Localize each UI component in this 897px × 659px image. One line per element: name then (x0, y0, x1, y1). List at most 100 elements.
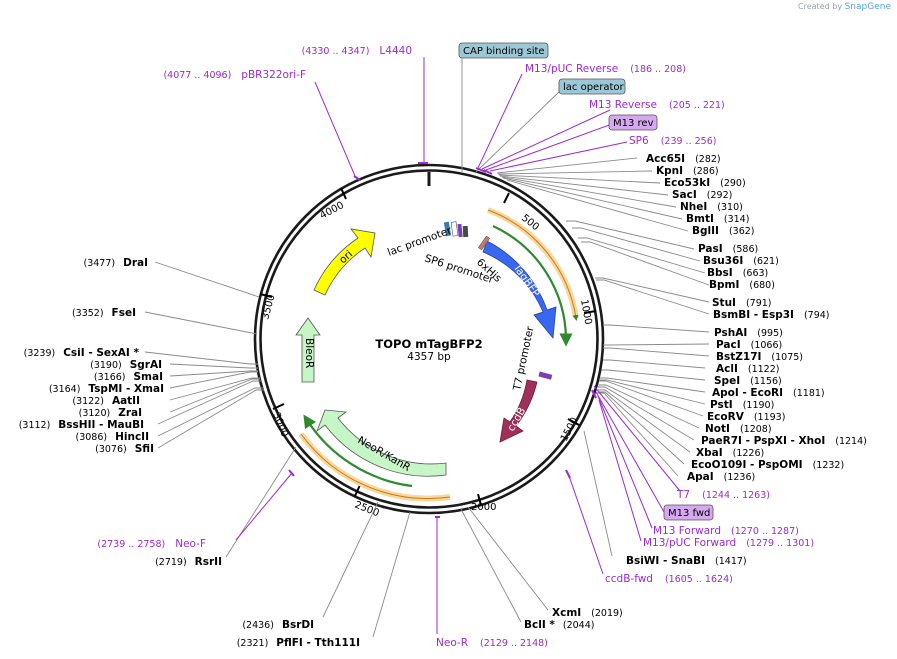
left-site-labels: (3477)DraI (3352)FseI (3239)CsiI - SexAI… (19, 257, 164, 455)
site-ecori: ApoI - EcoRI(1181) (712, 387, 825, 399)
cap-binding-label: CAP binding site (463, 46, 545, 57)
orange-annotation-top (486, 207, 579, 347)
site-bsmbi: BsmBI - Esp3I(794) (713, 309, 829, 321)
primer-sp6: SP6(239 .. 256) (629, 135, 716, 147)
site-aatii: (3122)AatII (72, 395, 140, 407)
primer-neo-f: (2739 .. 2758)Neo-F (97, 538, 206, 550)
site-pshai: PshAI(995) (714, 327, 783, 339)
site-acli: AclI(1122) (716, 363, 779, 375)
site-zrai: (3120)ZraI (79, 407, 142, 419)
ori-arrow (313, 228, 376, 296)
site-stui: StuI(791) (712, 297, 772, 309)
site-fsei: (3352)FseI (72, 307, 136, 319)
site-paci: PacI(1066) (716, 339, 782, 351)
site-pasi: PasI(586) (698, 243, 758, 255)
primer-ccdb-fwd: ccdB-fwd(1605 .. 1624) (605, 573, 733, 585)
site-bstz17i: BstZ17I(1075) (716, 351, 803, 363)
site-bpmi: BpmI(680) (709, 279, 775, 291)
ori-feature: ori (313, 228, 376, 296)
lac-operator-label: lac operator (563, 82, 624, 93)
site-ecorv: EcoRV(1193) (707, 411, 785, 423)
cap-site-mark (443, 221, 452, 237)
site-eco53ki: Eco53kI(290) (664, 177, 746, 189)
lac-operator-mark (457, 223, 463, 238)
green-annotation-top (492, 225, 573, 347)
primer-neo-r: Neo-R(2129 .. 2148) (436, 637, 548, 649)
tick-label-2500: 2500 (353, 500, 381, 520)
lac-promoter-mark (450, 221, 459, 237)
lac-operator-box (558, 78, 626, 95)
site-acc65i: Acc65I(282) (646, 153, 721, 165)
site-connectors (144, 56, 710, 638)
site-bsu36i: Bsu36I(621) (703, 255, 779, 267)
primer-m13-reverse: M13 Reverse(205 .. 221) (589, 99, 725, 111)
snapgene-credit: Created by SnapGene (798, 2, 891, 12)
primer-m13-puc-reverse: M13/pUC Reverse(186 .. 208) (525, 63, 686, 75)
site-bcli: BclI *(2044) (524, 619, 594, 631)
primer-l4440: (4330 .. 4347)L4440 (302, 45, 412, 57)
site-ecoo109i: EcoO109I - PspOMI(1232) (691, 459, 844, 471)
site-bsrdi: (2436)BsrDI (242, 619, 314, 631)
primer-m13-forward: M13 Forward(1270 .. 1287) (653, 525, 799, 537)
tagbfp-feature: TagBFP (482, 240, 557, 339)
bottom-site-labels: BsiWI - SnaBI(1417) XcmI(2019) BclI *(20… (155, 555, 747, 649)
tick-label-3500: 3500 (260, 293, 277, 320)
promoter-region: lac promoter SP6 promoter 6xHis T7 promo… (386, 221, 553, 393)
plasmid-name: TOPO mTagBFP2 (375, 337, 482, 351)
sp6-promoter-mark (462, 225, 469, 238)
tick-2000: 2000 (471, 493, 496, 513)
his-tag-mark (477, 235, 491, 251)
site-apai: ApaI(1236) (687, 471, 755, 483)
lac-promoter-label: lac promoter (386, 224, 454, 258)
primer-pbr322ori-f: (4077 .. 4096)pBR322ori-F (163, 69, 306, 81)
backbone-outer-strand (253, 163, 605, 515)
m13-rev-label: M13 rev (613, 118, 654, 129)
site-bsiwi: BsiWI - SnaBI(1417) (626, 555, 747, 567)
site-xbai: XbaI(1226) (696, 447, 764, 459)
ccdb-arrow (499, 379, 538, 443)
tagbfp-label: TagBFP (510, 261, 542, 299)
t7-promoter-mark (538, 371, 553, 380)
tick-3500: 3500 (259, 293, 277, 321)
primer-labels: (4330 .. 4347)L4440 (4077 .. 4096)pBR322… (97, 45, 814, 649)
site-psti: PstI(1190) (710, 399, 774, 411)
bleor-label: BleoR (303, 338, 315, 368)
cap-binding-box (458, 42, 549, 59)
orange-annotation-bottom (298, 414, 451, 502)
site-sgrai: (3190)SgrAI (90, 359, 162, 371)
site-bsshii: (3112)BssHII - MauBI (19, 419, 144, 431)
ccdb-label: ccdB (505, 405, 528, 433)
snapgene-logo: SnapGene (844, 2, 891, 12)
site-saci: SacI(292) (672, 189, 732, 201)
site-nhei: NheI(310) (680, 201, 743, 213)
site-bglii: BglII(362) (692, 225, 754, 237)
site-kpni: KpnI(286) (656, 165, 719, 177)
site-xhoi: PaeR7I - PspXI - XhoI(1214) (701, 435, 867, 447)
backbone (253, 163, 605, 515)
tick-3000: 3000 (270, 403, 290, 439)
boxed-labels: CAP binding site lac operator M13 rev M1… (458, 42, 714, 521)
site-drai: (3477)DraI (84, 257, 148, 269)
primer-connectors (235, 57, 681, 634)
bleor-feature: BleoR (295, 317, 321, 383)
primer-t7: T7(1244 .. 1263) (676, 489, 770, 501)
site-bmti: BmtI(314) (686, 213, 749, 225)
site-csii: (3239)CsiI - SexAI * (24, 347, 140, 359)
plasmid-size: 4357 bp (407, 351, 451, 363)
primer-m13-puc-forward: M13/pUC Forward(1279 .. 1301) (643, 537, 814, 549)
m13-fwd-box (663, 504, 714, 521)
m13-fwd-label: M13 fwd (668, 508, 710, 519)
tagbfp-arrow (482, 240, 557, 339)
site-xmai: (3164)TspMI - XmaI (49, 383, 164, 395)
tick-label-2000: 2000 (471, 502, 496, 513)
site-hincii: (3086)HincII (76, 431, 150, 443)
bleor-arrow (295, 317, 321, 383)
tick-label-4000: 4000 (318, 200, 346, 222)
site-smai: (3166)SmaI (94, 371, 163, 383)
credit-prefix: Created by (798, 2, 843, 11)
tick-label-3000: 3000 (270, 411, 290, 439)
right-site-labels: Acc65I(282) KpnI(286) Eco53kI(290) SacI(… (646, 153, 867, 483)
site-noti: NotI(1208) (705, 423, 772, 435)
site-sfii: (3076)SfiI (95, 443, 154, 455)
